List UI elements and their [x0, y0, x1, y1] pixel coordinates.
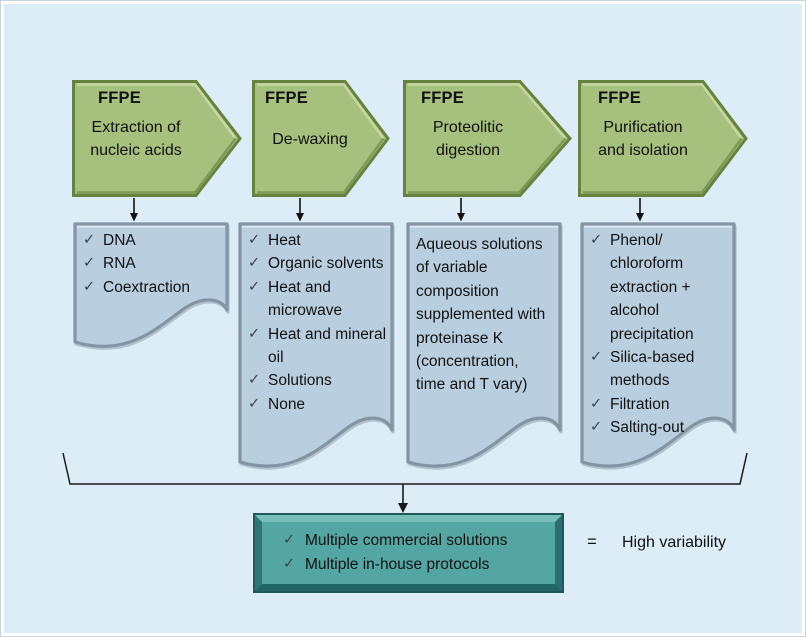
step-tag: FFPE — [265, 89, 308, 107]
list-item-label: Salting-out — [610, 419, 685, 437]
list-item-label: DNA — [103, 232, 136, 249]
step-tag: FFPE — [98, 89, 141, 107]
arrow-down-icon — [130, 198, 138, 222]
list-item: ✓ Heat — [248, 229, 388, 252]
list-item: ✓ None — [248, 393, 388, 416]
list-item: ✓ Filtration — [590, 393, 730, 416]
arrow-down-icon — [457, 198, 465, 222]
step-label-line: Extraction of — [91, 119, 181, 136]
grouping-bracket — [62, 452, 748, 513]
list-item: ✓ Organic solvents — [248, 252, 388, 275]
step-tag: FFPE — [598, 89, 641, 107]
step-label-line: De-waxing — [272, 131, 348, 148]
detail-box-extraction: ✓ DNA ✓ RNA ✓ Coextraction — [73, 222, 229, 362]
list-item: ✓ Solutions — [248, 369, 388, 392]
detail-box-purification: ✓ Phenol/​chloroform extraction + alcohol… — [580, 222, 736, 482]
list-item: ✓ Silica-based methods — [590, 346, 730, 393]
step-label-line: Proteolitic — [432, 119, 504, 136]
arrow-right-icon — [252, 80, 390, 197]
check-icon: ✓ — [283, 532, 296, 548]
arrow-down-icon — [296, 198, 304, 222]
step-label-line: Purification — [603, 119, 683, 136]
list-item: ✓ Salting-out — [590, 416, 730, 439]
summary-item: ✓ Multiple commercial solutions — [283, 529, 555, 553]
equals-sign: = — [587, 533, 597, 551]
step-label-line: and isolation — [598, 142, 688, 159]
document-shape — [238, 222, 394, 468]
result-label: High variability — [622, 534, 727, 551]
check-icon: ✓ — [83, 255, 96, 272]
check-icon: ✓ — [83, 278, 96, 295]
detail-box-digestion: Aqueous solutions of variable compositio… — [406, 222, 562, 482]
list-item-label: RNA — [103, 255, 136, 273]
list-item: ✓ Coextraction — [83, 276, 223, 299]
summary-item-label: Multiple in-house protocols — [305, 555, 490, 573]
check-icon: ✓ — [83, 232, 96, 248]
check-icon: ✓ — [590, 232, 603, 248]
list-item: ✓ Heat and mineral oil — [248, 323, 388, 370]
check-icon: ✓ — [248, 278, 261, 295]
step-arrow-extraction: FFPE Extraction of nucleic acids — [72, 80, 242, 197]
list-item-label: Filtration — [610, 395, 670, 413]
list-item-label: Organic solvents — [268, 255, 384, 273]
detail-box-dewaxing: ✓ Heat ✓ Organic solvents ✓ Heat and microw… — [238, 222, 394, 482]
arrow-down-icon — [398, 503, 408, 513]
list-item: ✓ Heat and microwave — [248, 276, 388, 323]
check-icon: ✓ — [590, 349, 603, 366]
list-item-label: Silica-based methods — [610, 349, 695, 390]
list-item-label: Heat and microwave — [268, 278, 343, 320]
check-icon: ✓ — [248, 325, 261, 342]
check-icon: ✓ — [248, 255, 261, 272]
document-shape — [406, 222, 562, 468]
arrow-down-icon — [636, 198, 644, 222]
list-item-label: None — [268, 395, 306, 413]
step-label-line: nucleic acids — [90, 142, 182, 159]
list-item: ✓ DNA — [83, 229, 223, 252]
summary-box: ✓ Multiple commercial solutions ✓ Multiple… — [253, 513, 564, 593]
list-item-label: Phenol/​chloroform extraction + alcohol … — [610, 232, 694, 343]
check-icon: ✓ — [248, 232, 261, 248]
arrow-right-icon — [403, 80, 572, 197]
list-item-label: Heat and mineral oil — [268, 325, 387, 367]
check-icon: ✓ — [248, 395, 261, 412]
arrow-right-icon — [578, 80, 748, 197]
list-item: ✓ Phenol/​chloroform extraction + alcohol… — [590, 229, 730, 346]
list-item-label: Solutions — [268, 372, 332, 390]
step-label-line: digestion — [435, 142, 501, 159]
check-icon: ✓ — [590, 419, 603, 436]
step-arrow-digestion: FFPE Proteolitic digestion — [403, 80, 572, 197]
document-shape — [580, 222, 736, 468]
list-item-label: Heat — [268, 232, 301, 249]
summary-item: ✓ Multiple in-house protocols — [283, 553, 555, 577]
check-icon: ✓ — [248, 372, 261, 389]
summary-item-label: Multiple commercial solutions — [305, 532, 508, 549]
arrow-right-icon — [72, 80, 242, 197]
list-item-label: Coextraction — [103, 278, 191, 296]
step-arrow-dewaxing: FFPE De-waxing — [252, 80, 390, 197]
step-tag: FFPE — [421, 89, 464, 107]
detail-paragraph: Aqueous solutions of variable compositio… — [416, 236, 546, 394]
check-icon: ✓ — [283, 555, 296, 572]
step-arrow-purification: FFPE Purification and isolation — [578, 80, 748, 197]
document-shape — [73, 222, 229, 348]
check-icon: ✓ — [590, 395, 603, 412]
list-item: ✓ RNA — [83, 252, 223, 275]
